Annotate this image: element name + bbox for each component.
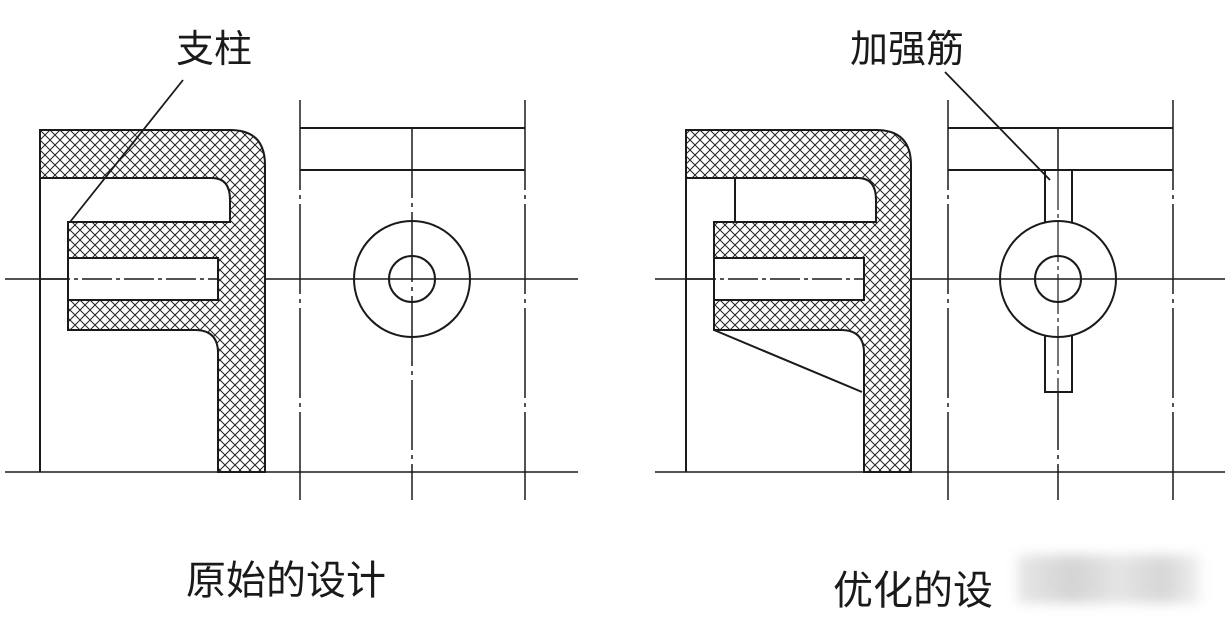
original-design-drawing [5,79,578,500]
hub-inner-circle-original [388,255,436,303]
hub-outer-circle-original [353,220,471,338]
optimized-design-drawing [655,71,1225,500]
optimized-design-caption: 优化的设 [833,568,993,614]
pillar-label: 支柱 [176,27,253,71]
watermark-blur [1018,555,1200,603]
rib-leader-line [944,71,1051,181]
lower-rib-diagonal [713,329,863,393]
original-design-caption: 原始的设计 [186,558,386,604]
pillar-leader-line [69,79,184,223]
rib-label: 加强筋 [850,27,965,71]
